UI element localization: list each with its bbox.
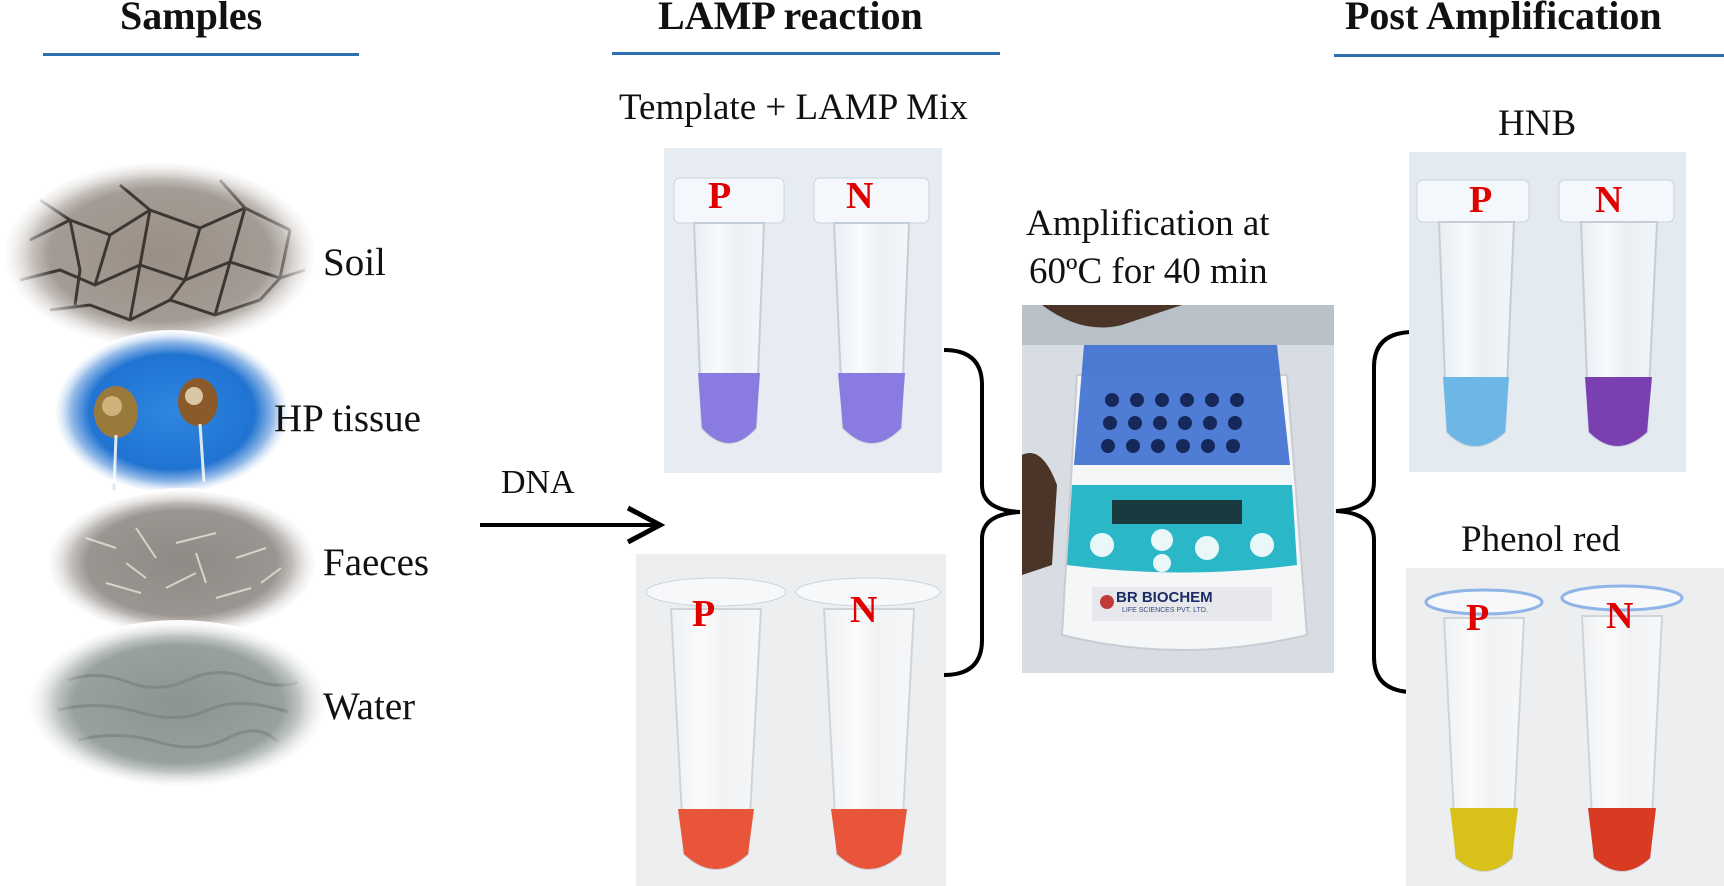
lamp-violet-positive-label: P	[708, 175, 732, 217]
post-heading: Post Amplification	[1345, 0, 1662, 38]
lamp-red-tubes-photo: P N	[636, 554, 946, 886]
post-bracket	[1335, 330, 1415, 694]
phenol-positive-label: P	[1466, 597, 1490, 639]
phenol-red-tubes-photo: P N	[1406, 568, 1724, 886]
hnb-positive-label: P	[1469, 179, 1493, 221]
sample-label-soil: Soil	[323, 241, 386, 284]
soil-image	[0, 160, 320, 350]
sample-label-water: Water	[323, 685, 416, 728]
hnb-tubes-photo: P N	[1409, 152, 1686, 472]
lamp-violet-negative-label: N	[846, 175, 874, 217]
lamp-mix-title: Template + LAMP Mix	[619, 87, 968, 128]
amplification-line-1: Amplification at	[1026, 203, 1270, 244]
samples-heading: Samples	[120, 0, 263, 38]
phenol-red-title: Phenol red	[1461, 519, 1621, 560]
amplification-line-2: 60ºC for 40 min	[1029, 251, 1268, 292]
sample-label-hp-tissue: HP tissue	[274, 397, 421, 440]
lamp-red-negative-label: N	[850, 589, 878, 631]
water-image	[28, 620, 328, 788]
hnb-title: HNB	[1498, 103, 1577, 144]
dna-label: DNA	[501, 464, 575, 501]
samples-heading-rule	[43, 53, 359, 56]
lamp-violet-tubes-photo: P N	[664, 148, 942, 473]
hnb-negative-label: N	[1595, 179, 1623, 221]
lamp-red-positive-label: P	[692, 593, 716, 635]
faeces-image	[46, 488, 318, 638]
dna-arrow	[480, 505, 666, 545]
post-heading-rule	[1334, 54, 1724, 57]
lamp-bracket	[943, 348, 1021, 677]
dry-bath-device-photo: BR BIOCHEM LIFE SCIENCES PVT. LTD.	[1022, 305, 1334, 673]
device-brand-subtext: LIFE SCIENCES PVT. LTD.	[1122, 607, 1208, 614]
lamp-heading-rule	[612, 52, 1000, 55]
lamp-heading: LAMP reaction	[658, 0, 923, 38]
device-brand-text: BR BIOCHEM	[1116, 589, 1213, 606]
phenol-negative-label: N	[1606, 595, 1634, 637]
hp-tissue-image	[54, 330, 290, 495]
sample-label-faeces: Faeces	[323, 541, 430, 584]
